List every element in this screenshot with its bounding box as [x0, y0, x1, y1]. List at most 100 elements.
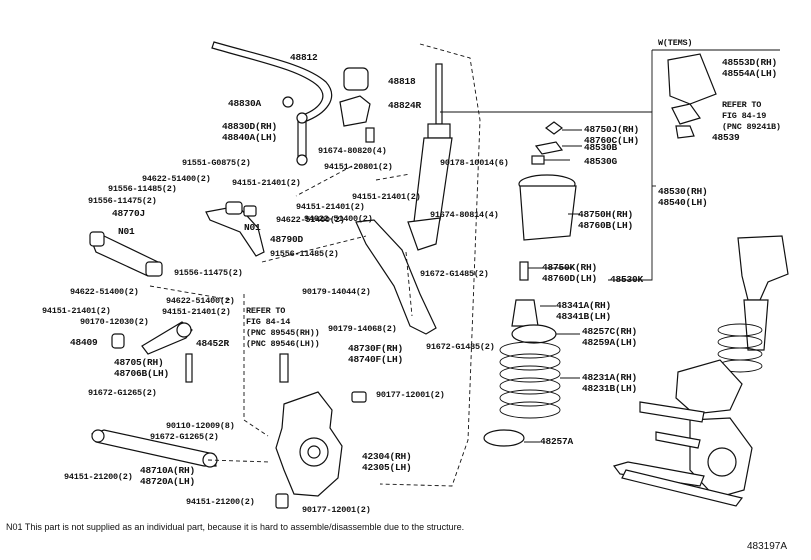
- shock-rod: [435, 63, 443, 125]
- leader-group-6: [207, 459, 271, 463]
- label-91672-g1265-a: 91672-G1265(2): [88, 388, 157, 398]
- clip-48539: [675, 125, 695, 139]
- label-48409: 48409: [70, 337, 98, 348]
- label-48710a: 48710A(RH) 48720A(LH): [140, 465, 196, 487]
- leader-misc: [524, 129, 582, 443]
- label-90170-12030: 90170-12030(2): [80, 317, 149, 327]
- label-91674-80814: 91674-80814(4): [430, 210, 499, 220]
- label-94622-51400-e: 94622-51400(2): [304, 214, 373, 224]
- label-48341a: 48341A(RH) 48341B(LH): [556, 300, 612, 322]
- label-48750j: 48750J(RH) 48760C(LH): [584, 124, 640, 146]
- label-91672-g1485-a: 91672-G1485(2): [420, 269, 489, 279]
- nut-48530g: [531, 155, 545, 165]
- label-48824r: 48824R: [388, 100, 422, 111]
- bump-stopper-48750k: [519, 261, 529, 281]
- label-48231a: 48231A(RH) 48231B(LH): [582, 372, 638, 394]
- nut-48830a: [282, 96, 294, 108]
- cover-48553d: [667, 53, 717, 105]
- label-91556-11485-a: 91556-11485(2): [108, 184, 177, 194]
- label-42304: 42304(RH) 42305(LH): [362, 451, 412, 473]
- lower-arm-bushing-l: [91, 429, 105, 443]
- shock-upper-body: [427, 123, 451, 139]
- bushing-bracket: [339, 95, 371, 127]
- label-90179-14044: 90179-14044(2): [302, 287, 371, 297]
- label-94151-21401-a: 94151-21401(2): [232, 178, 301, 188]
- spring-insulator-48257c: [511, 324, 557, 344]
- label-48530g: 48530G: [584, 156, 618, 167]
- label-48770j: 48770J: [112, 208, 146, 219]
- leader-group-4: [243, 294, 269, 437]
- leader-group-7: [375, 173, 411, 181]
- label-48530b: 48530B: [584, 142, 618, 153]
- label-w-tems: W(TEMS): [658, 38, 693, 48]
- label-48257c: 48257C(RH) 48259A(LH): [582, 326, 638, 348]
- label-91556-11475-b: 91556-11475(2): [174, 268, 243, 278]
- label-94622-51400-a: 94622-51400(2): [142, 174, 211, 184]
- label-n01-a: N01: [118, 226, 135, 237]
- label-94622-51400-d: 94622-51400(2): [166, 296, 235, 306]
- assembled-suspension-view: [612, 235, 789, 507]
- bushing-48409: [111, 333, 125, 349]
- toe-arm-joint: [176, 322, 192, 338]
- knuckle-hub-inner: [307, 445, 321, 459]
- bushing-upper-2: [243, 205, 257, 217]
- shock-lower-mount: [407, 217, 441, 251]
- label-48553d: 48553D(RH) 48554A(LH): [722, 57, 778, 79]
- label-90179-14068: 90179-14068(2): [328, 324, 397, 334]
- rod-48705: [185, 353, 193, 383]
- label-90177-12001-a: 90177-12001(2): [376, 390, 445, 400]
- label-48452r: 48452R: [196, 338, 230, 349]
- bushing-upper-1: [225, 201, 243, 215]
- link-ball-top: [296, 112, 308, 124]
- label-91674-80820: 91674-80820(4): [318, 146, 387, 156]
- label-48750k: 48750K(RH) 48760D(LH): [542, 262, 598, 284]
- label-48812: 48812: [290, 52, 318, 63]
- label-94151-21401-e: 94151-21401(2): [352, 192, 421, 202]
- stabilizer-bushing: [343, 67, 369, 91]
- label-94151-20801: 94151-20801(2): [324, 162, 393, 172]
- label-48257a: 48257A: [540, 436, 574, 447]
- footnote: N01 This part is not supplied as an indi…: [6, 522, 465, 532]
- leader-group-1: [379, 43, 481, 487]
- label-48790d: 48790D: [270, 234, 304, 245]
- stabilizer-link: [297, 117, 307, 161]
- bushing-left: [89, 231, 105, 247]
- figure-id: 483197A: [746, 541, 787, 552]
- leader-main-bracket: [440, 111, 653, 281]
- label-94622-51400-b: 94622-51400(2): [276, 215, 345, 225]
- bushing-right: [145, 261, 163, 277]
- label-48530: 48530(RH) 48540(LH): [658, 186, 708, 208]
- label-90177-12001-b: 90177-12001(2): [302, 505, 371, 515]
- label-94151-21200-b: 94151-21200(2): [186, 497, 255, 507]
- leader-group-2: [295, 165, 353, 197]
- coil-spring-48231a: [499, 341, 561, 419]
- bolt-90177-bottom: [275, 493, 289, 509]
- label-n01-b: N01: [244, 222, 261, 233]
- label-refer-fig-84-14: REFER TO FIG 84-14 (PNC 89545(RH)) (PNC …: [246, 306, 320, 349]
- label-48539: 48539: [712, 132, 740, 143]
- label-91556-11485-b: 91556-11485(2): [270, 249, 339, 259]
- label-90178-10014: 90178-10014(6): [440, 158, 509, 168]
- label-48730f: 48730F(RH) 48740F(LH): [348, 343, 404, 365]
- trailing-arm-48730f: [355, 219, 437, 335]
- label-91551-g0875: 91551-G0875(2): [182, 158, 251, 168]
- bolt-90177-top: [351, 391, 367, 403]
- link-ball-bottom: [296, 154, 308, 166]
- leader-group-8: [405, 251, 413, 317]
- leader-w-tems: [651, 49, 780, 112]
- label-91556-11475-a: 91556-11475(2): [88, 196, 157, 206]
- label-91672-g1485-b: 91672-G1485(2): [426, 342, 495, 352]
- label-48705: 48705(RH) 48706B(LH): [114, 357, 170, 379]
- label-48530k: 48530K: [610, 274, 644, 285]
- bump-cap-48750j: [545, 121, 563, 135]
- label-48818: 48818: [388, 76, 416, 87]
- label-94151-21401-c: 94151-21401(2): [42, 306, 111, 316]
- label-94151-21200-a: 94151-21200(2): [64, 472, 133, 482]
- label-91672-g1265-b: 91672-G1265(2): [150, 432, 219, 442]
- label-94622-51400-c: 94622-51400(2): [70, 287, 139, 297]
- spring-bumper-48341a: [511, 299, 539, 327]
- bolt-91674-80820: [365, 127, 375, 143]
- label-48830d: 48830D(RH) 48840A(LH): [222, 121, 278, 143]
- label-refer-fig-84-19: REFER TO FIG 84-19 (PNC 89241B): [722, 100, 781, 132]
